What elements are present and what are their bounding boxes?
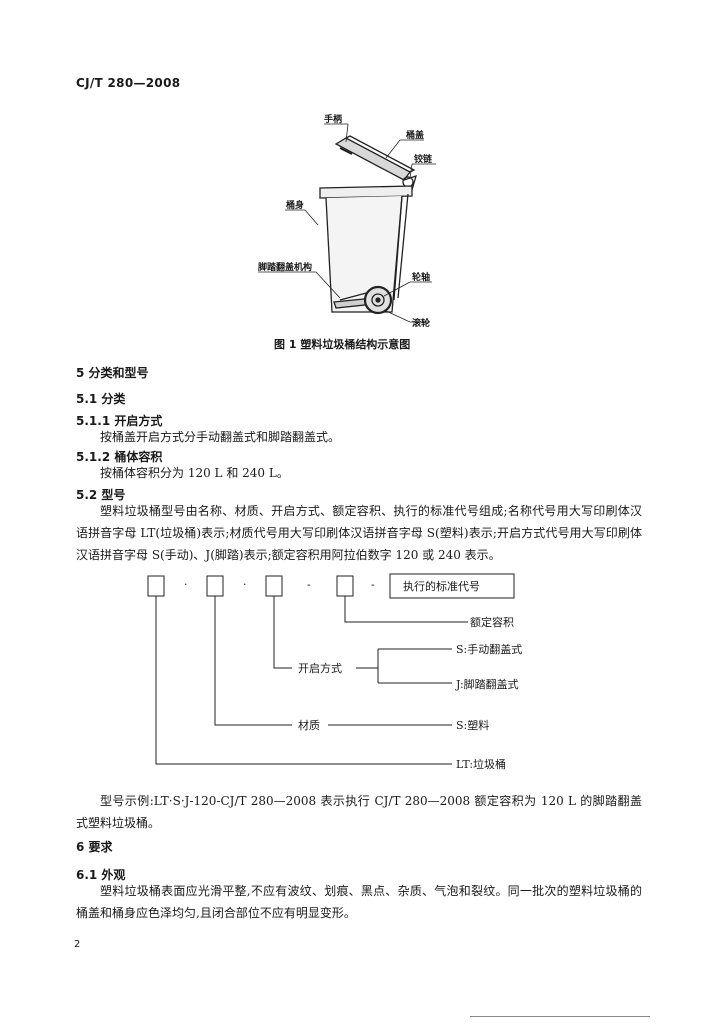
label-handle: 手柄	[324, 115, 343, 125]
model-code-diagram	[147, 573, 515, 765]
label-body: 桶身	[286, 201, 305, 211]
standard-code-header: CJ/T 280—2008	[76, 76, 181, 90]
section-5-1-1-title: 5.1.1 开启方式	[76, 414, 163, 428]
section-6-1-title: 6.1 外观	[76, 868, 126, 882]
figure-caption: 图 1 塑料垃圾桶结构示意图	[274, 338, 411, 351]
section-6-1-text: 塑料垃圾桶表面应光滑平整,不应有波纹、划痕、黑点、杂质、气泡和裂纹。同一批次的塑…	[76, 884, 642, 920]
open-mode-label: 开启方式	[298, 662, 342, 675]
section-5-2-text: 塑料垃圾桶型号由名称、材质、开启方式、额定容积、执行的标准代号组成;名称代号用大…	[76, 504, 642, 562]
standard-code-box-label: 执行的标准代号	[403, 580, 480, 593]
section-6-title: 6 要求	[76, 840, 113, 854]
name-option-label: LT:垃圾桶	[456, 758, 507, 771]
manual-option-label: S:手动翻盖式	[456, 643, 523, 656]
plastic-option-label: S:塑料	[456, 719, 490, 732]
capacity-label: 额定容积	[470, 616, 514, 629]
label-lid: 桶盖	[406, 131, 425, 141]
model-example-text: 型号示例:LT·S·J-120-CJ/T 280—2008 表示执行 CJ/T …	[76, 794, 642, 830]
section-5-1-title: 5.1 分类	[76, 392, 126, 406]
pedal-option-label: J:脚踏翻盖式	[456, 678, 519, 691]
scan-artifact-line	[470, 1016, 650, 1017]
page-number: 2	[74, 939, 81, 950]
trash-bin-figure	[258, 123, 436, 323]
separator-dash-1: -	[307, 578, 311, 591]
section-5-1-1-text: 按桶盖开启方式分手动翻盖式和脚踏翻盖式。	[100, 430, 341, 444]
label-axle: 轮轴	[412, 273, 431, 283]
section-5-1-2-text: 按桶体容积分为 120 L 和 240 L。	[100, 466, 289, 480]
label-hinge: 铰链	[414, 155, 433, 165]
section-5-title: 5 分类和型号	[76, 366, 149, 380]
separator-dash-2: -	[371, 578, 375, 591]
label-wheel: 滚轮	[412, 319, 431, 329]
section-5-2-title: 5.2 型号	[76, 488, 126, 502]
material-label: 材质	[298, 719, 320, 732]
section-5-1-2-title: 5.1.2 桶体容积	[76, 450, 163, 464]
label-pedal: 脚踏翻盖机构	[258, 263, 313, 273]
separator-dot-2: ·	[243, 578, 247, 591]
separator-dot-1: ·	[184, 578, 188, 591]
